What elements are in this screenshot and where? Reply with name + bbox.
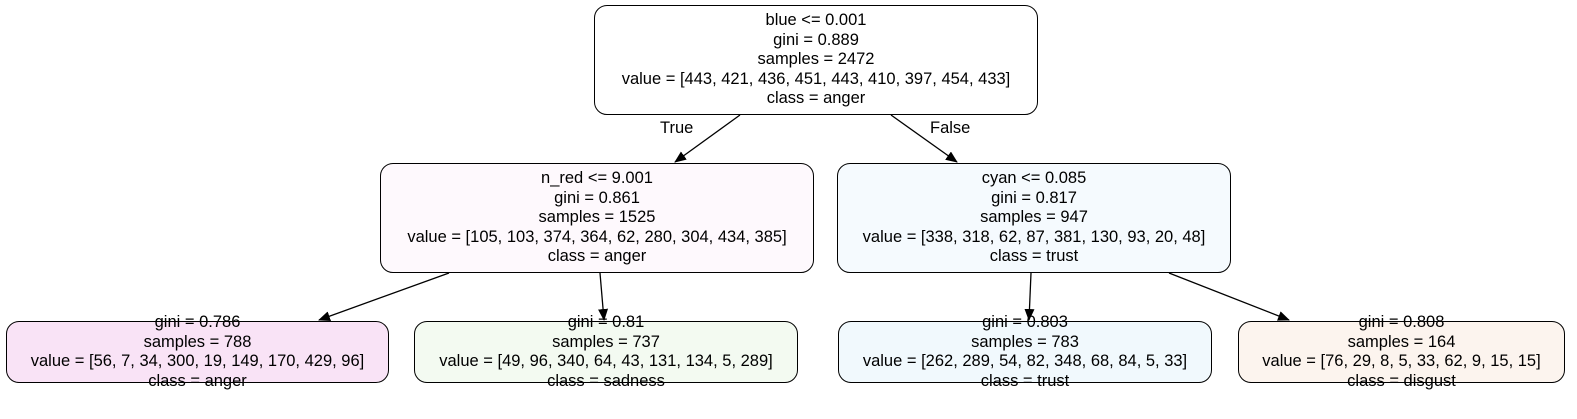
node-value: value = [338, 318, 62, 87, 381, 130, 93,… [862,227,1206,246]
node-gini: gini = 0.861 [554,188,640,207]
node-gini: gini = 0.81 [567,313,645,331]
node-samples: samples = 2472 [757,50,875,69]
node-samples: samples = 788 [143,332,252,351]
edge-label-true: True [660,119,694,137]
node-value: value = [262, 289, 54, 82, 348, 68, 84, … [862,352,1188,370]
tree-node-left: n_red <= 9.001 gini = 0.861 samples = 15… [380,163,814,273]
node-split: n_red <= 9.001 [541,169,653,188]
node-samples: samples = 737 [552,332,660,351]
node-samples: samples = 164 [1347,332,1456,351]
node-class: class = anger [547,247,647,266]
node-samples: samples = 947 [980,208,1088,227]
node-class: class = trust [980,371,1070,390]
node-value: value = [105, 103, 374, 364, 62, 280, 30… [407,227,787,246]
tree-node-root: blue <= 0.001 gini = 0.889 samples = 247… [594,5,1038,115]
edge-left-right [598,272,609,321]
node-value: value = [56, 7, 34, 300, 19, 149, 170, 4… [30,352,365,370]
node-value: value = [76, 29, 8, 5, 33, 62, 9, 15, 15… [1262,352,1541,370]
tree-leaf-anger: gini = 0.786 samples = 788 value = [56, … [6,313,389,390]
node-gini: gini = 0.889 [773,30,859,49]
tree-leaf-disgust: gini = 0.808 samples = 164 value = [76, … [1238,313,1565,390]
edge-root-right [890,114,958,163]
node-value: value = [443, 421, 436, 451, 443, 410, 3… [621,69,1011,88]
node-class: class = disgust [1347,371,1456,390]
tree-leaf-trust: gini = 0.803 samples = 783 value = [262,… [838,313,1212,390]
node-gini: gini = 0.808 [1358,313,1445,331]
node-split: blue <= 0.001 [765,11,867,30]
node-split: cyan <= 0.085 [981,169,1087,188]
edge-right-right [1168,272,1290,321]
node-value: value = [49, 96, 340, 64, 43, 131, 134, … [439,352,773,370]
edge-right-left [1024,272,1035,321]
edge-left-left [318,272,450,321]
node-samples: samples = 1525 [538,208,656,227]
node-gini: gini = 0.803 [982,313,1068,331]
node-samples: samples = 783 [971,332,1079,351]
tree-leaf-sadness: gini = 0.81 samples = 737 value = [49, 9… [414,313,798,390]
node-gini: gini = 0.786 [154,313,241,331]
node-class: class = sadness [547,371,665,390]
edge-root-left [674,114,741,163]
tree-node-right: cyan <= 0.085 gini = 0.817 samples = 947… [837,163,1231,273]
node-gini: gini = 0.817 [991,188,1077,207]
node-class: class = anger [148,371,247,390]
node-class: class = anger [766,89,866,108]
edge-label-false: False [930,119,971,137]
node-class: class = trust [989,247,1079,266]
